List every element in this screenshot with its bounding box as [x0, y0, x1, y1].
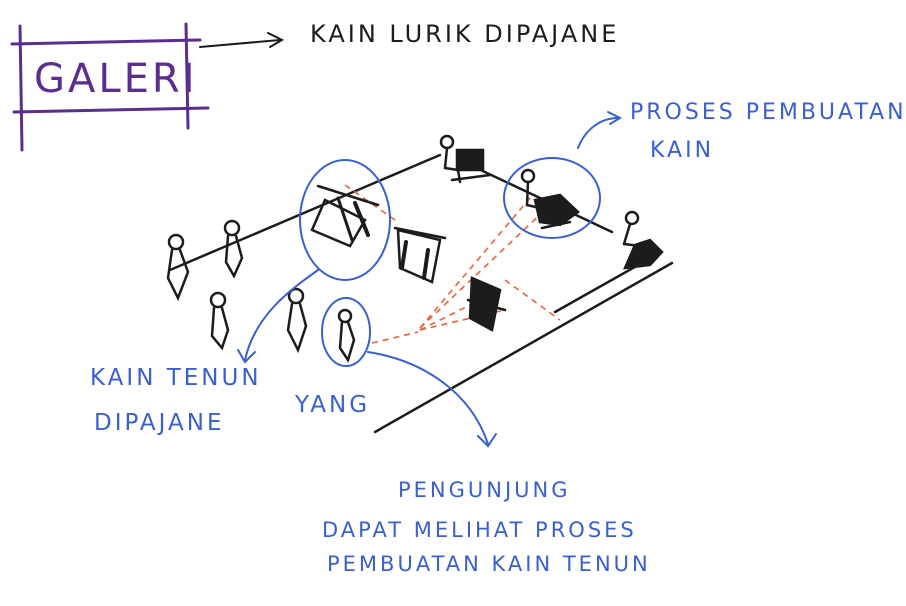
yang-label: YANG	[295, 392, 371, 418]
proses-label-line2: KAIN	[650, 138, 715, 163]
blue-annotations	[237, 111, 623, 448]
kain-label-line2: DIPAJANE	[94, 410, 225, 436]
weaver-figure-top	[439, 134, 492, 184]
visitor-figures	[166, 219, 356, 363]
pengunjung-label-line1: PENGUNJUNG	[398, 478, 571, 502]
kain-label-line1: KAIN TENUN	[90, 365, 262, 391]
pengunjung-label-line2: DAPAT MELIHAT PROSES	[322, 518, 637, 542]
title-note: KAIN LURIK DIPAJANE	[310, 20, 620, 48]
cloth-display-left	[310, 184, 380, 248]
view-rays	[344, 184, 561, 344]
weaver-figure-far-right	[622, 210, 664, 270]
cloth-display-centre	[393, 226, 507, 332]
title-frame	[10, 22, 210, 152]
pengunjung-label-line3: PEMBUATAN KAIN TENUN	[327, 552, 651, 576]
proses-label-line1: PROSES PEMBUATAN	[630, 100, 906, 125]
title-arrow	[199, 32, 285, 48]
title-label: GALERI	[34, 56, 198, 102]
weaver-figure-right	[520, 168, 580, 230]
